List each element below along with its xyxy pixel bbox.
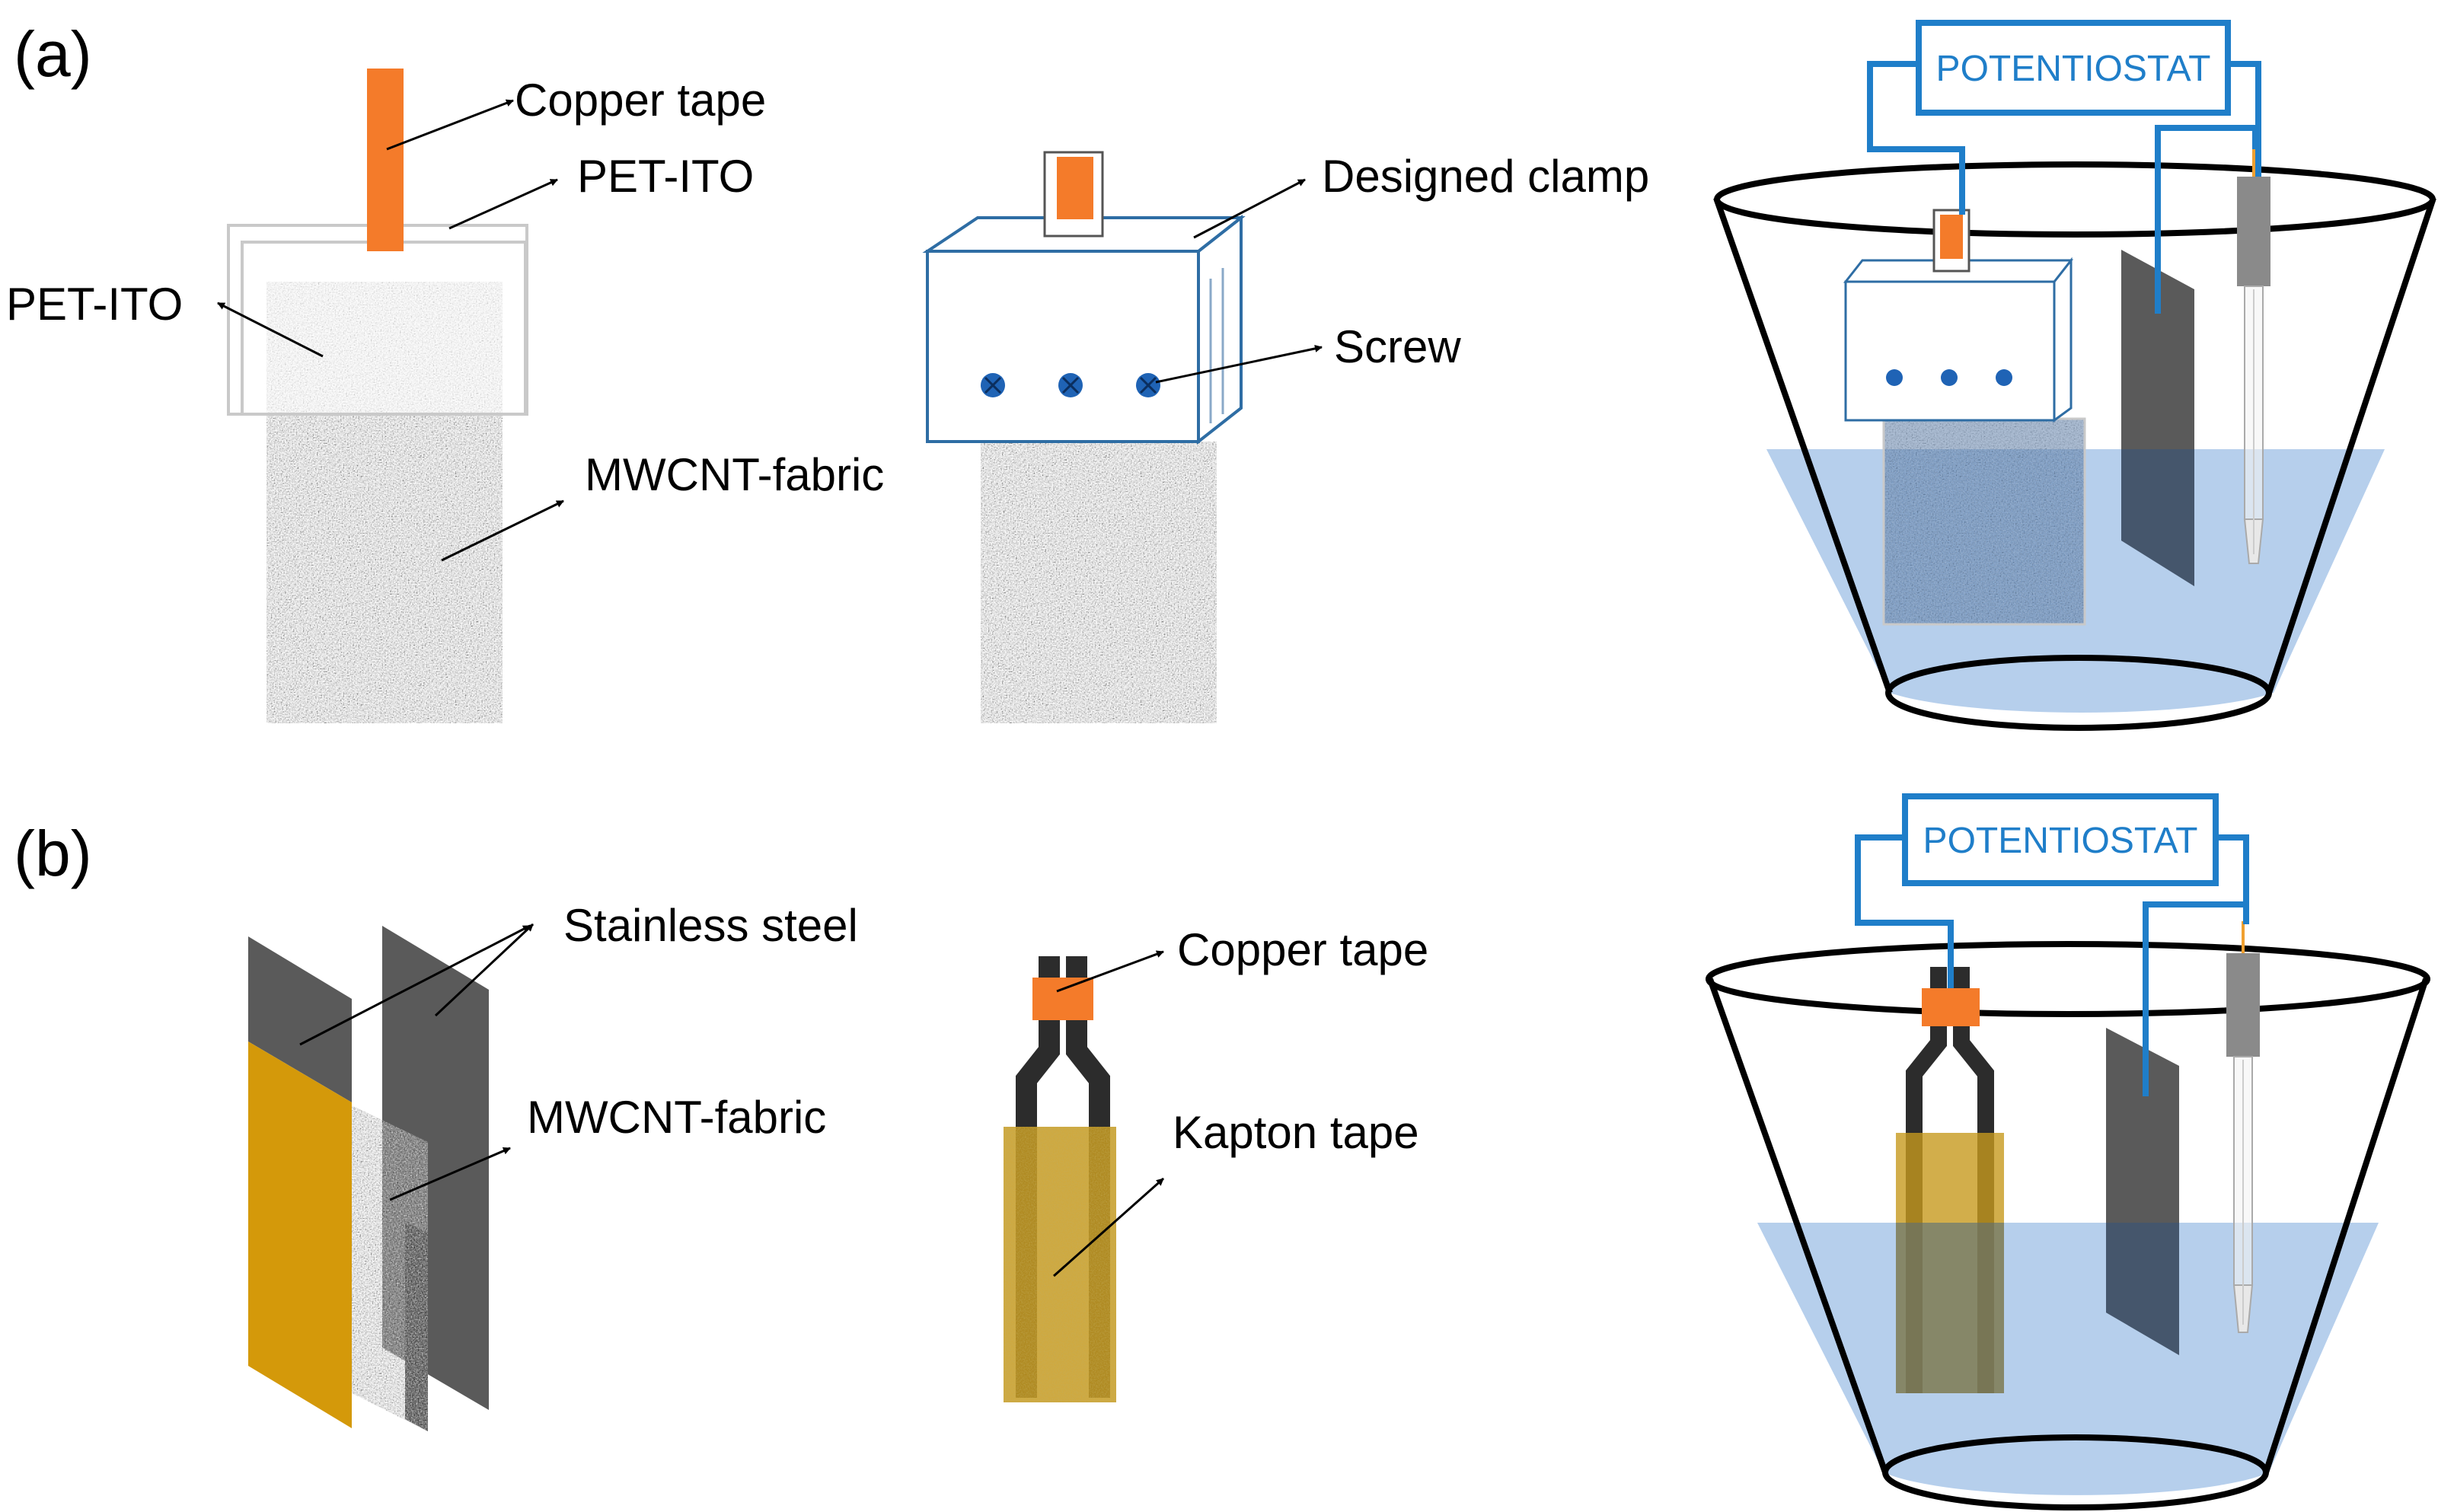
mwcnt-fabric-arrow <box>441 499 564 562</box>
reference-electrode-cap <box>2237 177 2270 286</box>
electrolyte <box>1757 1223 2379 1495</box>
screw-icon <box>981 373 1005 397</box>
beaker-rim <box>1706 941 2430 1017</box>
clamp-assembly-a: Designed clamp Screw <box>922 151 1649 723</box>
designed-clamp-label: Designed clamp <box>1322 151 1649 202</box>
cell-kapton-immersed <box>1896 1223 2004 1393</box>
pet-ito-top-label: PET-ITO <box>577 151 754 202</box>
screw-icon <box>1996 369 2012 386</box>
kapton-tape-arrow <box>1053 1177 1164 1278</box>
screw-icon <box>1941 369 1958 386</box>
reference-electrode-lead <box>2228 61 2261 177</box>
pet-ito-left-label: PET-ITO <box>6 279 183 330</box>
screw-arrow <box>1155 344 1323 384</box>
counter-electrode-steel <box>2121 250 2194 586</box>
counter-electrode-immersed <box>2106 1223 2179 1355</box>
cell-copper-tape <box>1940 215 1963 259</box>
beaker-left-wall <box>1707 978 1888 1474</box>
immersed-fabric <box>1884 419 2085 624</box>
copper-tape-arrow <box>386 99 514 151</box>
mwcnt-fabric-sheet <box>266 282 503 723</box>
counter-electrode-immersed <box>2121 449 2194 586</box>
mwcnt-fabric-b-arrow <box>389 1147 511 1201</box>
screw-label: Screw <box>1334 321 1461 372</box>
front-steel-plate <box>248 936 352 1102</box>
clamp-side-face <box>1197 214 1243 445</box>
working-electrode-lead <box>1867 61 1965 215</box>
immersed-pet-ito <box>1882 417 2086 626</box>
electrochemical-cell-a: POTENTIOSTAT <box>1713 20 2436 731</box>
screw-icon <box>1886 369 1903 386</box>
electrode-assembly-b: Copper tape Kapton tape <box>1004 924 1428 1402</box>
clamped-fabric <box>981 442 1217 723</box>
stainless-steel-arrow-1 <box>299 924 531 1046</box>
fabric-electrode-a: Copper tape PET-ITO PET-ITO MWCNT-fabric <box>6 69 884 723</box>
panel-a: (a) Copper tape PET-ITO PET-ITO MWCNT-fa… <box>6 18 2436 731</box>
reference-electrode-cap <box>2226 953 2260 1057</box>
panel-b-label: (b) <box>14 818 92 889</box>
pet-ito-left-arrow <box>217 301 324 358</box>
assembly-copper-tape <box>1032 978 1093 1020</box>
potentiostat-box <box>1916 20 2231 116</box>
stainless-steel-electrode-b: Stainless steel MWCNT-fabric <box>248 900 858 1431</box>
mwcnt-fabric-label: MWCNT-fabric <box>585 449 884 500</box>
counter-electrode-steel <box>2106 1028 2179 1355</box>
pet-ito-front-sheet <box>241 241 527 416</box>
copper-tape-b-label: Copper tape <box>1177 924 1428 975</box>
kapton-tape-label: Kapton tape <box>1173 1107 1419 1158</box>
pet-ito-top-arrow <box>448 178 558 230</box>
beaker-right-wall <box>2263 978 2429 1474</box>
copper-tape-strip <box>367 69 404 251</box>
electrochemical-cell-b: POTENTIOSTAT <box>1706 793 2430 1510</box>
beaker-left-wall <box>1713 196 1893 694</box>
fabric-strip <box>352 1105 428 1431</box>
cell-copper-tape-b <box>1922 988 1980 1026</box>
beaker-right-wall <box>2266 196 2436 694</box>
clamp-front-face <box>926 250 1200 443</box>
kapton-cover <box>248 1041 352 1428</box>
potentiostat-label: POTENTIOSTAT <box>1936 49 2211 89</box>
screw-icon <box>1058 373 1083 397</box>
working-electrode-lead <box>1855 834 1954 988</box>
copper-tape-label: Copper tape <box>515 75 766 126</box>
cell-clamp-front <box>1844 280 2056 422</box>
beaker-rim <box>1714 161 2436 238</box>
stainless-steel-arrow-2 <box>434 923 535 1017</box>
potentiostat-box <box>1902 793 2219 886</box>
pet-ito-back-sheet <box>227 224 528 416</box>
stainless-steel-label: Stainless steel <box>563 900 858 951</box>
panel-a-label: (a) <box>14 18 92 90</box>
potentiostat-label: POTENTIOSTAT <box>1923 821 2198 861</box>
cell-clamp-side <box>2053 257 2073 423</box>
copper-tape-b-arrow <box>1056 950 1164 993</box>
screw-icon <box>1136 373 1160 397</box>
mwcnt-fabric-b-label: MWCNT-fabric <box>527 1092 826 1143</box>
kapton-tape-texture <box>1004 1127 1116 1402</box>
reference-electrode-lead <box>2216 834 2249 924</box>
panel-b: (b) Stainless steel MWCNT-fabric Copper … <box>14 793 2430 1510</box>
clamp-copper-tape <box>1057 157 1093 219</box>
designed-clamp-arrow <box>1193 178 1306 239</box>
